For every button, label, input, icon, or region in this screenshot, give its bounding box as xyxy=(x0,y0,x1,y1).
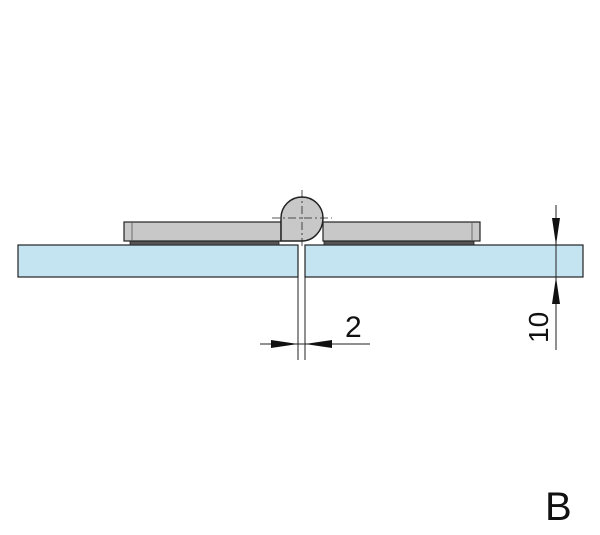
glass-panel-left xyxy=(17,244,299,278)
gap-dimension-label: 2 xyxy=(345,311,362,344)
arrow-down-icon xyxy=(552,218,560,245)
thickness-dimension-label: 10 xyxy=(523,312,554,343)
glass-panel-right xyxy=(304,244,584,278)
hinge-plate-left xyxy=(123,221,282,242)
gap-dimension xyxy=(260,340,370,348)
center-mark xyxy=(272,190,332,246)
view-label: B xyxy=(545,485,572,529)
thickness-dimension xyxy=(552,205,560,350)
arrow-right-icon xyxy=(271,340,298,348)
hinge-plate-right xyxy=(322,221,481,242)
arrow-left-icon xyxy=(305,340,332,348)
arrow-up-icon xyxy=(552,277,560,304)
